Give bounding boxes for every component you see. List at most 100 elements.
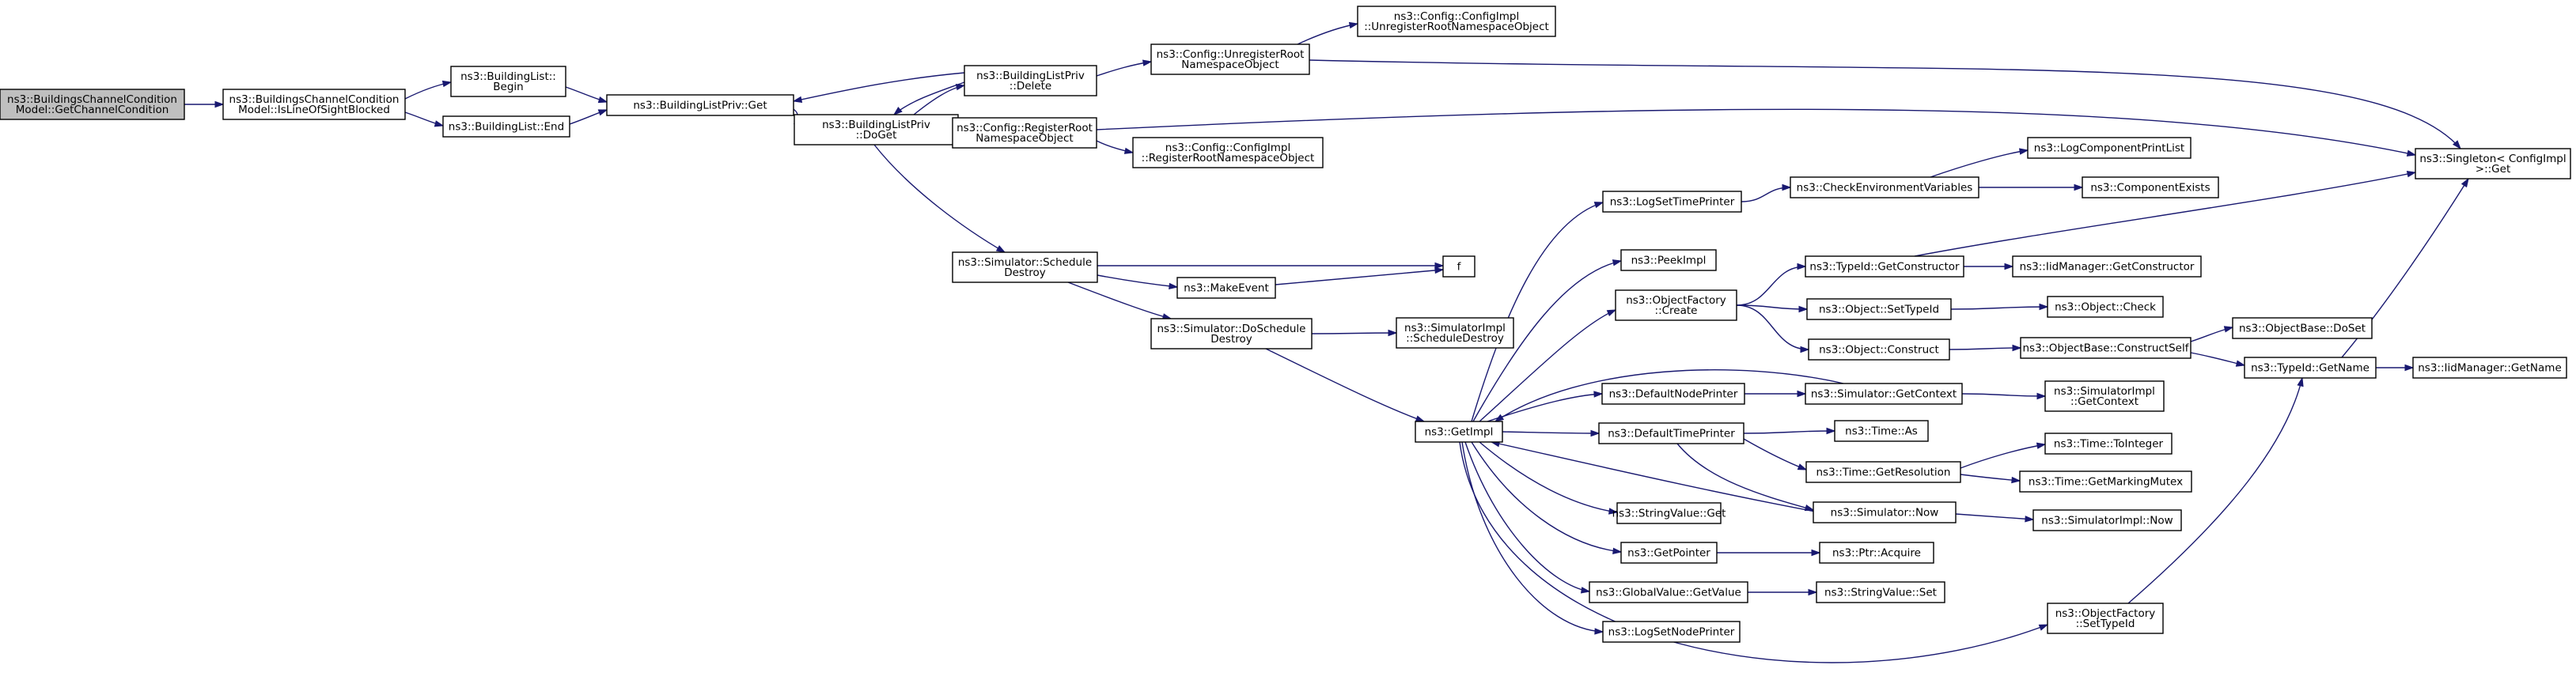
- node-time-to-integer[interactable]: ns3::Time::ToInteger: [2044, 433, 2173, 455]
- edge-type-id-get-name-to-iid-get-name: [2376, 364, 2415, 372]
- edge-global-val-get-to-str-val-set: [1747, 588, 1818, 596]
- node-global-val-get[interactable]: ns3::GlobalValue::GetValue: [1589, 581, 1748, 603]
- node-box: [1805, 255, 1964, 278]
- node-sim-get-context[interactable]: ns3::Simulator::GetContext: [1805, 383, 1963, 405]
- node-box: [1602, 621, 1741, 643]
- edge-get-impl-to-obj-factory-create: [1479, 309, 1617, 422]
- edge-obj-factory-create-to-obj-construct: [1736, 304, 1810, 353]
- edge-line: [1464, 441, 1590, 592]
- node-cfg-reg[interactable]: ns3::Config::RegisterRootNamespaceObject: [952, 117, 1097, 149]
- node-f-node[interactable]: f: [1442, 255, 1476, 278]
- node-box: [2032, 509, 2182, 531]
- node-bl-end[interactable]: ns3::BuildingList::End: [442, 115, 570, 138]
- node-label-line: ns3::Simulator::DoSchedule: [1157, 323, 1306, 335]
- node-blp-get[interactable]: ns3::BuildingListPriv::Get: [606, 94, 794, 116]
- edge-arrowhead: [1808, 588, 1818, 596]
- edge-sim-sched-destroy-to-make-event: [1097, 274, 1179, 290]
- node-box: [794, 114, 959, 145]
- node-label-line: ::UnregisterRootNamespaceObject: [1364, 21, 1549, 33]
- node-log-set-time-printer[interactable]: ns3::LogSetTimePrinter: [1602, 191, 1742, 213]
- node-sim-sched-destroy[interactable]: ns3::Simulator::ScheduleDestroy: [952, 251, 1098, 283]
- edge-line: [1676, 443, 1814, 511]
- node-label-line: ns3::LogSetNodePrinter: [1608, 626, 1735, 639]
- node-ptr-acquire[interactable]: ns3::Ptr::Acquire: [1819, 542, 1934, 564]
- node-time-get-res[interactable]: ns3::Time::GetResolution: [1805, 461, 1961, 483]
- node-box: [2244, 357, 2377, 379]
- edge-arrowhead: [1590, 429, 1601, 437]
- node-obj-check[interactable]: ns3::Object::Check: [2047, 296, 2164, 318]
- node-sim-now[interactable]: ns3::Simulator::Now: [1813, 501, 1957, 523]
- node-iid-get-name[interactable]: ns3::IidManager::GetName: [2412, 357, 2567, 379]
- node-make-event[interactable]: ns3::MakeEvent: [1176, 277, 1276, 299]
- edge-arrowhead: [1782, 183, 1792, 191]
- edge-get-impl-to-log-set-node-printer: [1461, 441, 1604, 635]
- node-obj-base-construct-self[interactable]: ns3::ObjectBase::ConstructSelf: [2020, 337, 2191, 359]
- node-cfg-impl-unreg[interactable]: ns3::Config::ConfigImpl::UnregisterRootN…: [1357, 6, 1556, 37]
- node-label-line: ns3::GetImpl: [1425, 426, 1494, 439]
- edge-line: [1736, 304, 1808, 310]
- node-blp-delete[interactable]: ns3::BuildingListPriv::Delete: [964, 65, 1097, 96]
- node-obj-construct[interactable]: ns3::Object::Construct: [1808, 338, 1950, 361]
- node-check-env[interactable]: ns3::CheckEnvironmentVariables: [1790, 176, 1979, 198]
- node-type-id-get-ctor[interactable]: ns3::TypeId::GetConstructor: [1805, 255, 1964, 278]
- node-sim-impl-now[interactable]: ns3::SimulatorImpl::Now: [2032, 509, 2182, 531]
- node-label-line: ns3::ObjectFactory: [1626, 294, 1726, 307]
- node-time-as[interactable]: ns3::Time::As: [1834, 420, 1929, 442]
- node-box: [1805, 461, 1961, 483]
- node-def-node-printer[interactable]: ns3::DefaultNodePrinter: [1601, 383, 1745, 405]
- node-label-line: ns3::Time::As: [1845, 425, 1918, 438]
- node-label-line: Model::IsLineOfSightBlocked: [238, 104, 390, 116]
- node-iid-get-ctor[interactable]: ns3::IidManager::GetConstructor: [2012, 255, 2202, 278]
- node-label-line: ns3::CheckEnvironmentVariables: [1797, 182, 1973, 195]
- node-blp-do-get[interactable]: ns3::BuildingListPriv::DoGet: [794, 114, 959, 145]
- edge-arrowhead: [1169, 282, 1179, 290]
- node-box: [2027, 137, 2191, 159]
- node-box: [952, 251, 1098, 283]
- node-label-line: ::Create: [1655, 304, 1698, 317]
- edge-def-node-printer-to-sim-get-context: [1744, 390, 1807, 398]
- edge-line: [1736, 266, 1806, 306]
- node-is-los[interactable]: ns3::BuildingsChannelConditionModel::IsL…: [222, 89, 406, 120]
- edge-cfg-unreg-to-cfg-impl-unreg: [1297, 21, 1359, 45]
- edge-arrowhead: [2011, 476, 2021, 484]
- node-label-line: ns3::LogSetTimePrinter: [1610, 196, 1735, 209]
- edge-arrowhead: [995, 245, 1006, 253]
- node-get-pointer[interactable]: ns3::GetPointer: [1620, 542, 1718, 564]
- node-sim-impl-get-context[interactable]: ns3::SimulatorImpl::GetContext: [2044, 380, 2165, 412]
- node-obj-factory-create[interactable]: ns3::ObjectFactory::Create: [1615, 289, 1737, 321]
- node-obj-factory-set-type-id[interactable]: ns3::ObjectFactory::SetTypeId: [2047, 603, 2164, 634]
- edge-arrowhead: [2223, 326, 2234, 333]
- node-singleton-get[interactable]: ns3::Singleton< ConfigImpl >::Get: [2415, 148, 2571, 179]
- node-str-val-get[interactable]: ns3::StringValue::Get: [1612, 502, 1726, 524]
- node-comp-exists[interactable]: ns3::ComponentExists: [2082, 176, 2219, 198]
- node-label-line: ns3::BuildingListPriv: [976, 70, 1085, 82]
- edge-log-set-time-printer-to-check-env: [1741, 183, 1792, 202]
- node-box: [1396, 317, 1514, 349]
- edge-arrowhead: [2012, 344, 2022, 352]
- node-type-id-get-name[interactable]: ns3::TypeId::GetName: [2244, 357, 2377, 379]
- node-box: [1816, 581, 1945, 603]
- edge-check-env-to-comp-exists: [1979, 183, 2084, 191]
- node-root[interactable]: ns3::BuildingsChannelConditionModel::Get…: [0, 89, 185, 120]
- node-cfg-impl-reg[interactable]: ns3::Config::ConfigImpl::RegisterRootNam…: [1132, 137, 1324, 168]
- node-def-time-printer[interactable]: ns3::DefaultTimePrinter: [1598, 422, 1744, 444]
- node-cfg-unreg[interactable]: ns3::Config::UnregisterRootNamespaceObje…: [1150, 43, 1310, 75]
- node-bl-begin[interactable]: ns3::BuildingList::Begin: [450, 66, 566, 97]
- edge-arrowhead: [1123, 147, 1135, 154]
- node-time-get-marking-mutex[interactable]: ns3::Time::GetMarkingMutex: [2019, 470, 2192, 493]
- edge-arrowhead: [2038, 624, 2049, 631]
- node-obj-set-type-id[interactable]: ns3::Object::SetTypeId: [1806, 298, 1952, 320]
- node-label-line: ns3::Object::SetTypeId: [1819, 304, 1939, 316]
- edge-arrowhead: [2406, 149, 2417, 157]
- node-obj-base-do-set[interactable]: ns3::ObjectBase::DoSet: [2232, 317, 2373, 339]
- node-log-set-node-printer[interactable]: ns3::LogSetNodePrinter: [1602, 621, 1741, 643]
- node-get-impl[interactable]: ns3::GetImpl: [1415, 421, 1503, 443]
- node-log-comp-print-list[interactable]: ns3::LogComponentPrintList: [2027, 137, 2191, 159]
- node-label-line: ns3::BuildingListPriv::Get: [633, 100, 767, 112]
- node-peek-impl[interactable]: ns3::PeekImpl: [1620, 249, 1717, 271]
- node-label-line: ns3::PeekImpl: [1631, 255, 1707, 267]
- edge-blp-do-get-to-blp-delete: [913, 84, 966, 115]
- node-sim-impl-sched-destroy[interactable]: ns3::SimulatorImpl::ScheduleDestroy: [1396, 317, 1514, 349]
- node-str-val-set[interactable]: ns3::StringValue::Set: [1816, 581, 1945, 603]
